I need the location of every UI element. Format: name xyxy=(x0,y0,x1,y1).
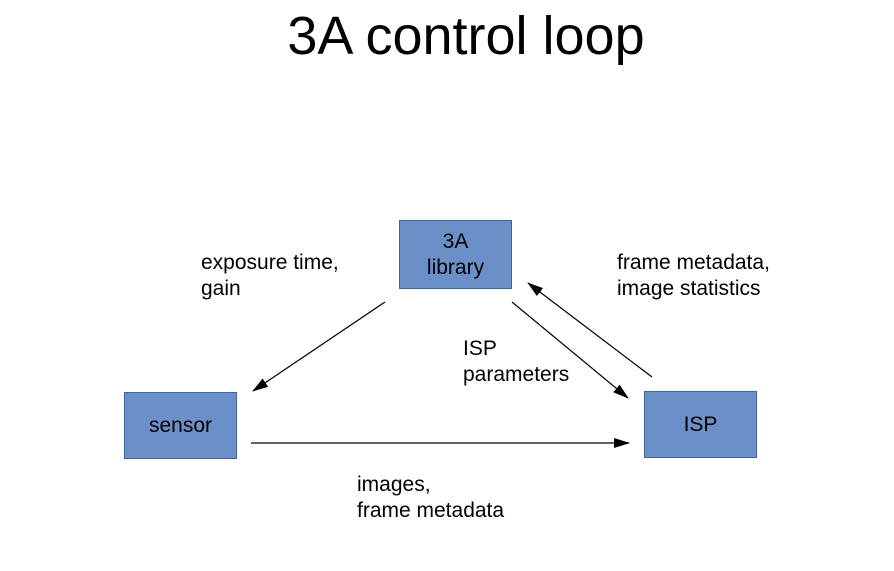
node-sensor: sensor xyxy=(124,392,237,459)
page-title: 3A control loop xyxy=(287,6,645,66)
edge-label-images-line2: frame metadata xyxy=(357,499,505,522)
edge-library-to-isp xyxy=(511,301,629,399)
edge-isp-to-library xyxy=(527,282,653,378)
edge-label-isp-parameters: ISP parameters xyxy=(463,336,569,388)
edge-label-exposure-line2: gain xyxy=(201,277,241,300)
edge-label-images-line1: images, xyxy=(357,473,431,496)
edge-label-exposure-line1: exposure time, xyxy=(201,251,339,274)
edge-label-statistics-line1: frame metadata, xyxy=(617,251,770,274)
edge-label-statistics: frame metadata, image statistics xyxy=(617,250,770,302)
edge-library-to-sensor xyxy=(252,301,386,392)
node-isp-label: ISP xyxy=(683,412,718,436)
edge-label-exposure: exposure time, gain xyxy=(201,250,339,302)
edge-label-isp-parameters-line1: ISP xyxy=(463,337,497,360)
edge-label-isp-parameters-line2: parameters xyxy=(463,363,570,386)
node-3a-library-line1: 3A xyxy=(442,229,469,253)
node-sensor-label: sensor xyxy=(148,413,213,437)
node-isp: ISP xyxy=(644,391,757,458)
edge-label-images: images, frame metadata xyxy=(357,472,504,524)
edge-label-statistics-line2: image statistics xyxy=(617,277,761,300)
node-3a-library-line2: library xyxy=(426,255,485,279)
node-3a-library: 3A library xyxy=(399,220,512,289)
